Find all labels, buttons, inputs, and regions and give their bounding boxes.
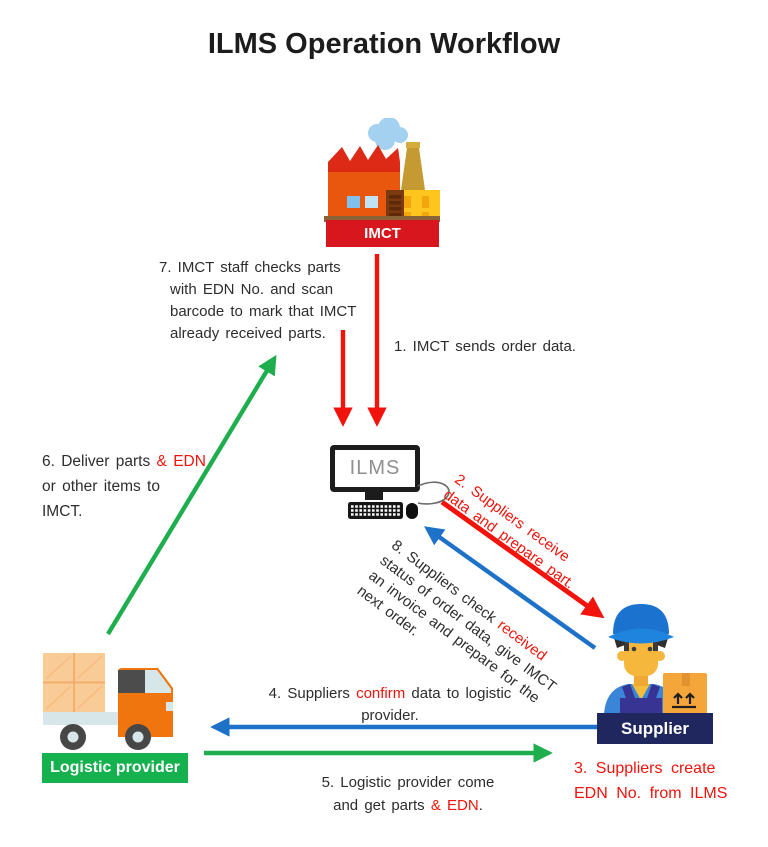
factory-roof [328, 145, 400, 172]
truck-door-window [118, 670, 145, 693]
step-6-highlight: & EDN [156, 453, 206, 470]
supplier-cap [613, 604, 669, 634]
page-title: ILMS Operation Workflow [207, 28, 561, 60]
step-4-highlight: confirm [356, 685, 406, 702]
truck-flatbed [43, 712, 130, 725]
chimney-cap [406, 142, 420, 148]
step-5-text: 5. Logistic provider come and get parts … [321, 774, 495, 814]
supplier-cap-brim [608, 628, 674, 644]
imct-label: IMCT [326, 220, 439, 247]
factory-icon [324, 118, 440, 222]
box-up-arrows [672, 692, 696, 709]
step-6-text: 6. Deliver parts & EDN or other items to… [42, 453, 206, 520]
monitor-stand [365, 491, 383, 500]
factory-window [347, 196, 360, 208]
ilms-label: ILMS [349, 457, 401, 479]
truck-windshield [145, 670, 171, 693]
truck-icon [43, 653, 173, 750]
supplier-label: Supplier [597, 713, 713, 744]
arrow-step2 [440, 499, 605, 619]
supplier-overalls [620, 698, 662, 714]
step-7-text: 7. IMCT staff checks parts with EDN No. … [159, 259, 357, 342]
factory-base [324, 216, 440, 222]
mouse-icon [406, 503, 418, 519]
arrow-step8 [424, 526, 597, 650]
factory-window [365, 196, 378, 208]
step-5-highlight: & EDN [430, 797, 479, 814]
supplier-eye [647, 646, 653, 652]
step-4-text: 4. Suppliers confirm data to logistic pr… [268, 685, 512, 724]
chimney [401, 148, 425, 190]
smoke-cloud [368, 118, 408, 150]
supplier-icon [604, 604, 707, 714]
arrow-step6 [106, 354, 277, 636]
computer-monitor-icon: ILMS [330, 445, 420, 492]
step-3-text: 3. Suppliers create EDN No. from ILMS [574, 760, 728, 802]
supplier-eye [631, 646, 637, 652]
logistic-provider-label: Logistic provider [42, 753, 188, 783]
keyboard-icon [348, 502, 403, 519]
step-1-text: 1. IMCT sends order data. [394, 338, 576, 355]
parts-box-icon [663, 673, 707, 714]
mouse-cable [417, 481, 450, 505]
